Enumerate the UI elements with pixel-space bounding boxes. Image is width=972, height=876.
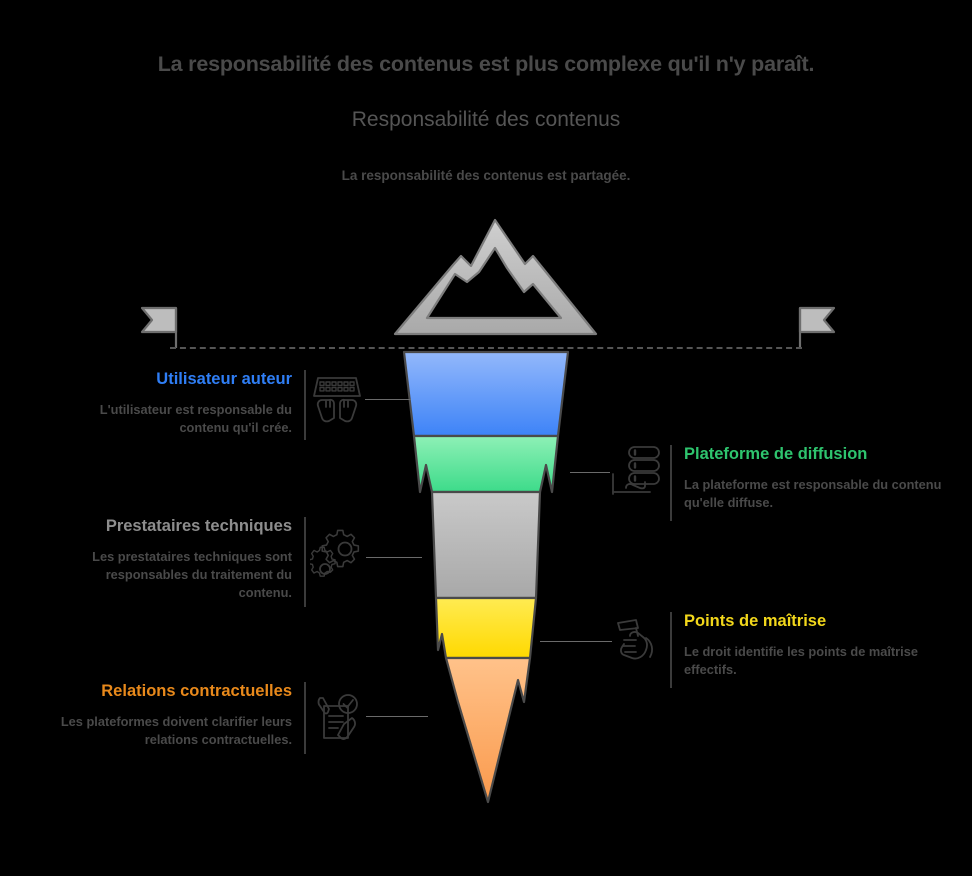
stage-desc-plateforme-de-diffusion: La plateforme est responsable du contenu… [684,476,942,510]
stage-title-utilisateur-auteur: Utilisateur auteur [156,370,292,388]
stage-rule [670,445,672,521]
flag-left-icon [128,306,180,352]
stage-block-relations-contractuelles: Relations contractuelles Les plateformes… [50,682,306,754]
stage-desc-utilisateur-auteur: L'utilisateur est responsable du contenu… [99,401,292,435]
stage-block-points-de-maitrise: Points de maîtrise Le droit identifie le… [670,612,950,688]
connector-points-de-maitrise [540,641,612,642]
keyboard-hands-icon [309,374,365,424]
stage-rule [304,370,306,440]
connector-plateforme-de-diffusion [570,472,610,473]
flag-right-icon [796,306,848,352]
page-title: La responsabilité des contenus est plus … [157,52,815,76]
funnel-segment-prestataires-techniques [430,490,542,600]
server-stack-icon [610,444,666,498]
connector-utilisateur-auteur [365,399,411,400]
connector-relations-contractuelles [366,716,428,717]
mountain-icon [393,218,598,338]
stage-block-plateforme-de-diffusion: Plateforme de diffusion La plateforme es… [670,445,950,521]
stage-desc-points-de-maitrise: Le droit identifie les points de maîtris… [684,643,918,677]
stage-block-utilisateur-auteur: Utilisateur auteur L'utilisateur est res… [60,370,306,440]
stage-desc-prestataires-techniques: Les prestataires techniques sont respons… [92,548,292,601]
funnel-graphic [380,350,592,810]
stage-rule [304,517,306,607]
stage-title-prestataires-techniques: Prestataires techniques [105,517,292,535]
apex-subtitle: La responsabilité des contenus est parta… [341,168,631,183]
funnel-segment-points-de-maitrise [434,596,538,660]
stage-rule [670,612,672,688]
connector-prestataires-techniques [366,557,422,558]
hand-hold-icon [612,614,668,670]
apex-title: Responsabilité des contenus [351,108,621,131]
stage-title-relations-contractuelles: Relations contractuelles [101,682,292,700]
funnel-segment-utilisateur-auteur [402,350,570,438]
gears-icon [310,528,366,586]
funnel-segment-plateforme-de-diffusion [412,434,560,494]
stage-block-prestataires-techniques: Prestataires techniques Les prestataires… [50,517,306,607]
stage-title-plateforme-de-diffusion: Plateforme de diffusion [684,445,868,463]
funnel-segment-relations-contractuelles [444,656,532,804]
contract-check-icon [310,692,366,750]
stage-desc-relations-contractuelles: Les plateformes doivent clarifier leurs … [60,713,292,747]
stage-title-points-de-maitrise: Points de maîtrise [684,612,827,630]
horizon-dashed-line [170,347,802,349]
stage-rule [304,682,306,754]
